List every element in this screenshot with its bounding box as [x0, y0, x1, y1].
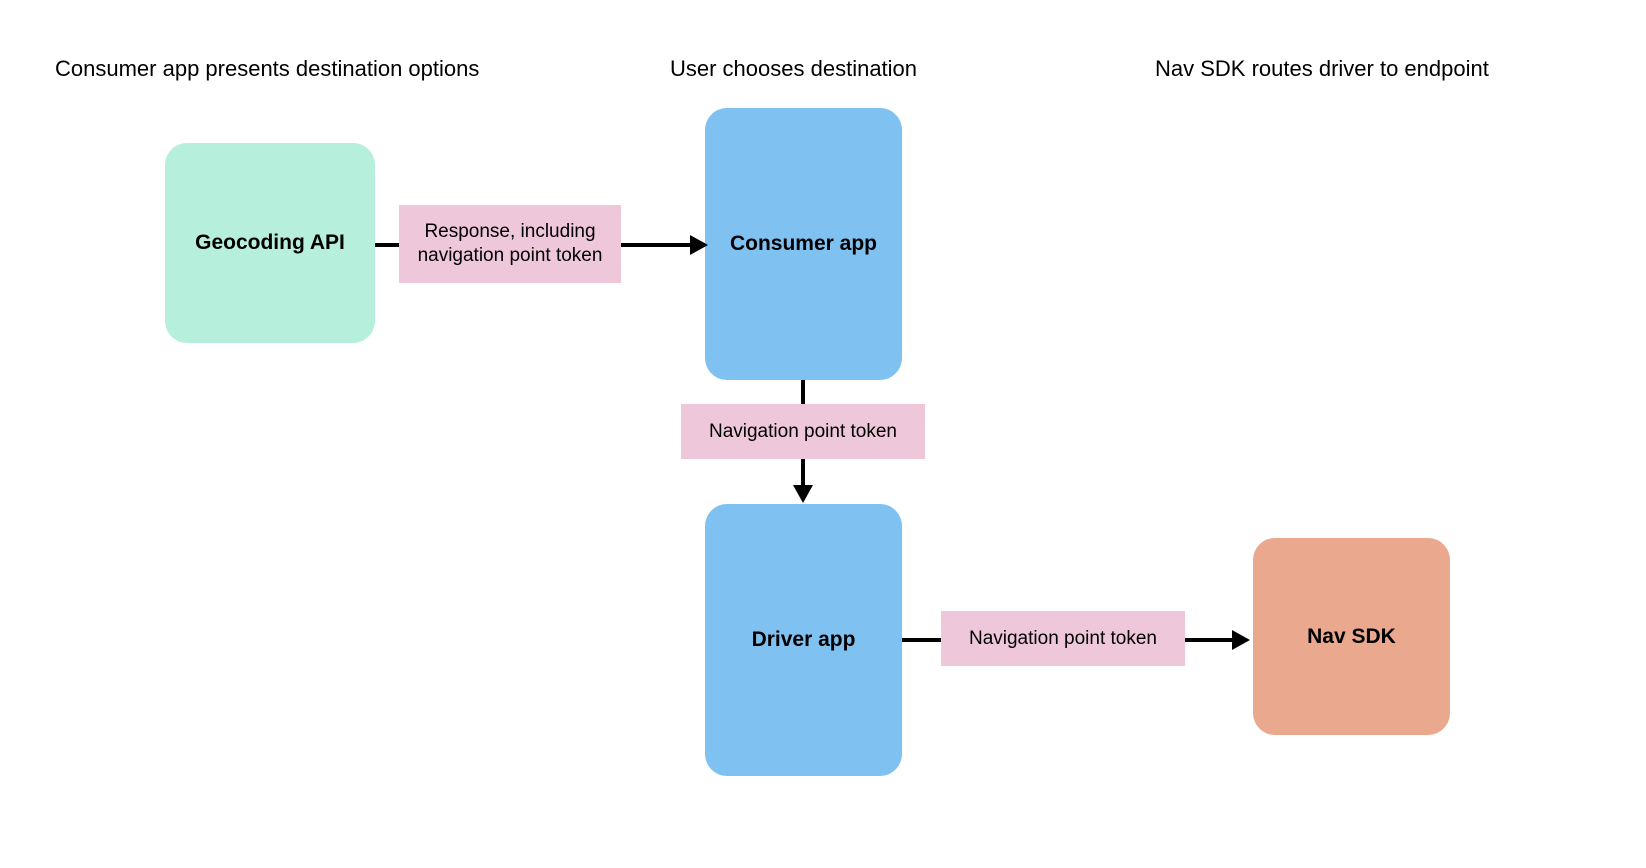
column-header-consumer-app: Consumer app presents destination option… [55, 56, 480, 81]
edge-label-navigation-point-token-horizontal: Navigation point token [941, 611, 1185, 666]
edge-label-response-navigation-point-token: Response, including navigation point tok… [399, 205, 621, 283]
edge-label-navigation-point-token-vertical: Navigation point token [681, 404, 925, 459]
node-consumer-app-label: Consumer app [729, 232, 878, 255]
node-geocoding-api-label: Geocoding API [195, 231, 345, 254]
arrow-head-geocoding-to-consumer [690, 235, 708, 255]
node-driver-app[interactable]: Driver app [705, 504, 902, 776]
node-driver-app-label: Driver app [751, 628, 856, 651]
node-nav-sdk-label: Nav SDK [1307, 624, 1396, 648]
column-header-nav-sdk-routes: Nav SDK routes driver to endpoint [1155, 56, 1489, 81]
arrow-head-driver-to-navsdk [1232, 630, 1250, 650]
node-geocoding-api[interactable]: Geocoding API [165, 143, 375, 343]
node-consumer-app[interactable]: Consumer app [705, 108, 902, 380]
node-nav-sdk[interactable]: Nav SDK [1253, 538, 1450, 735]
arrow-head-consumer-to-driver [793, 485, 813, 503]
column-header-user-chooses: User chooses destination [670, 56, 918, 81]
